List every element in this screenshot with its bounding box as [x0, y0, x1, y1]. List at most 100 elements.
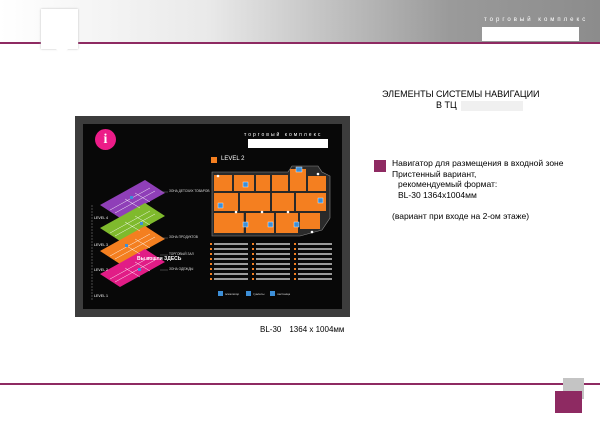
store-directory: [210, 243, 332, 280]
you-are-here-label: Вы вошли ЗДЕСЬ: [137, 256, 182, 262]
level2-grid: [109, 233, 156, 260]
shop-block: [240, 193, 270, 211]
page-title-line2: В ТЦ: [382, 100, 592, 111]
shop-block: [272, 193, 294, 211]
caption-size: 1364 х 1004мм: [289, 325, 345, 334]
directory-entry: [214, 258, 248, 260]
location-marker-icon: [234, 210, 238, 214]
directory-entry: [214, 243, 248, 245]
legend-escalator: эскалатор: [225, 292, 240, 296]
header-brand-text: торговый комплекс: [484, 17, 589, 23]
stairs-icon: [267, 221, 274, 228]
location-marker-icon: [286, 210, 290, 214]
board-brand-text: торговый комплекс: [244, 132, 323, 138]
directory-bullet: [210, 258, 212, 260]
directory-bullet: [252, 278, 254, 280]
header-tab-notch: [56, 49, 68, 55]
directory-bullet: [294, 278, 296, 280]
directory-entry: [214, 273, 248, 275]
footer-magenta-square: [555, 391, 582, 413]
directory-bullet: [210, 243, 212, 245]
header-logo-placeholder: [482, 27, 579, 41]
page-title-line2-text: В ТЦ: [436, 100, 457, 110]
location-marker-icon: [310, 230, 314, 234]
level1-grid: [109, 256, 156, 283]
description-block: Навигатор для размещения в входной зоне …: [392, 158, 563, 222]
directory-entry: [256, 268, 290, 270]
directory-entry: [298, 263, 332, 265]
directory-entry: [214, 263, 248, 265]
location-marker-icon: [316, 172, 320, 176]
directory-bullet: [294, 268, 296, 270]
shop-block: [256, 175, 270, 191]
level4-tag: ЗОНА ДЕТСКИХ ТОВАРОВ: [169, 189, 210, 193]
directory-entry: [298, 248, 332, 250]
board-level-title: LEVEL 2: [221, 156, 245, 162]
level2-slab: [100, 226, 165, 264]
escalator-icon: [140, 222, 143, 225]
shop-block: [296, 193, 326, 211]
directory-bullet: [210, 273, 212, 275]
directory-entry: [256, 263, 290, 265]
escalator-icon: [217, 202, 224, 209]
directory-entry: [298, 258, 332, 260]
shop-block: [214, 175, 232, 191]
directory-bullet: [252, 263, 254, 265]
description-line3: рекомендуемый формат:: [398, 179, 498, 189]
directory-entry: [298, 273, 332, 275]
directory-bullet: [252, 268, 254, 270]
directory-entry: [256, 258, 290, 260]
escalator-icon: [242, 221, 249, 228]
header-rule: [0, 42, 600, 44]
shop-block: [300, 213, 320, 229]
description-bullet: [374, 160, 386, 172]
escalator-icon: [130, 196, 133, 199]
directory-bullet: [210, 268, 212, 270]
directory-entry: [256, 273, 290, 275]
directory-bullet: [252, 248, 254, 250]
level1-tag: ЗОНА ОДЕЖДЫ: [169, 267, 194, 271]
location-marker-icon: [260, 210, 264, 214]
level-stack-diagram: [91, 180, 168, 300]
shop-block: [214, 193, 238, 211]
escalator-icon: [218, 291, 223, 296]
directory-bullet: [252, 243, 254, 245]
shop-block: [290, 169, 306, 191]
directory-entry: [256, 253, 290, 255]
directory-entry: [298, 243, 332, 245]
shop-block: [246, 213, 274, 233]
toilets-icon: [246, 291, 251, 296]
level-marker-icon: [211, 157, 217, 163]
level3-slab: [100, 203, 165, 241]
description-line2: Пристенный вариант,: [392, 168, 477, 179]
shop-block: [214, 213, 244, 233]
location-marker-icon: [216, 174, 220, 178]
board-logo-placeholder: [248, 139, 328, 148]
directory-bullet: [210, 248, 212, 250]
directory-entry: [256, 278, 290, 280]
level2-tag: ТОРГОВЫЙ ЗАЛ: [169, 252, 194, 256]
shop-block: [272, 175, 288, 191]
stairs-icon: [293, 221, 300, 228]
directory-entry: [256, 248, 290, 250]
level2-label: LEVEL 2: [94, 268, 109, 272]
info-icon: i: [95, 129, 116, 150]
legend-toilets: туалеты: [253, 292, 265, 296]
stairs-icon: [270, 291, 275, 296]
escalator-icon: [138, 268, 141, 271]
directory-bullet: [294, 253, 296, 255]
directory-entry: [214, 248, 248, 250]
directory-entry: [256, 243, 290, 245]
level1-label: LEVEL 1: [94, 294, 109, 298]
shop-block: [308, 176, 326, 191]
directory-bullet: [210, 253, 212, 255]
page-title: ЭЛЕМЕНТЫ СИСТЕМЫ НАВИГАЦИИ В ТЦ: [382, 89, 592, 111]
directory-bullet: [294, 273, 296, 275]
level3-grid: [109, 210, 156, 237]
directory-bullet: [252, 253, 254, 255]
directory-entry: [298, 278, 332, 280]
level1-slab: [100, 249, 165, 287]
mall-name-placeholder: [460, 100, 523, 111]
directory-bullet: [294, 248, 296, 250]
